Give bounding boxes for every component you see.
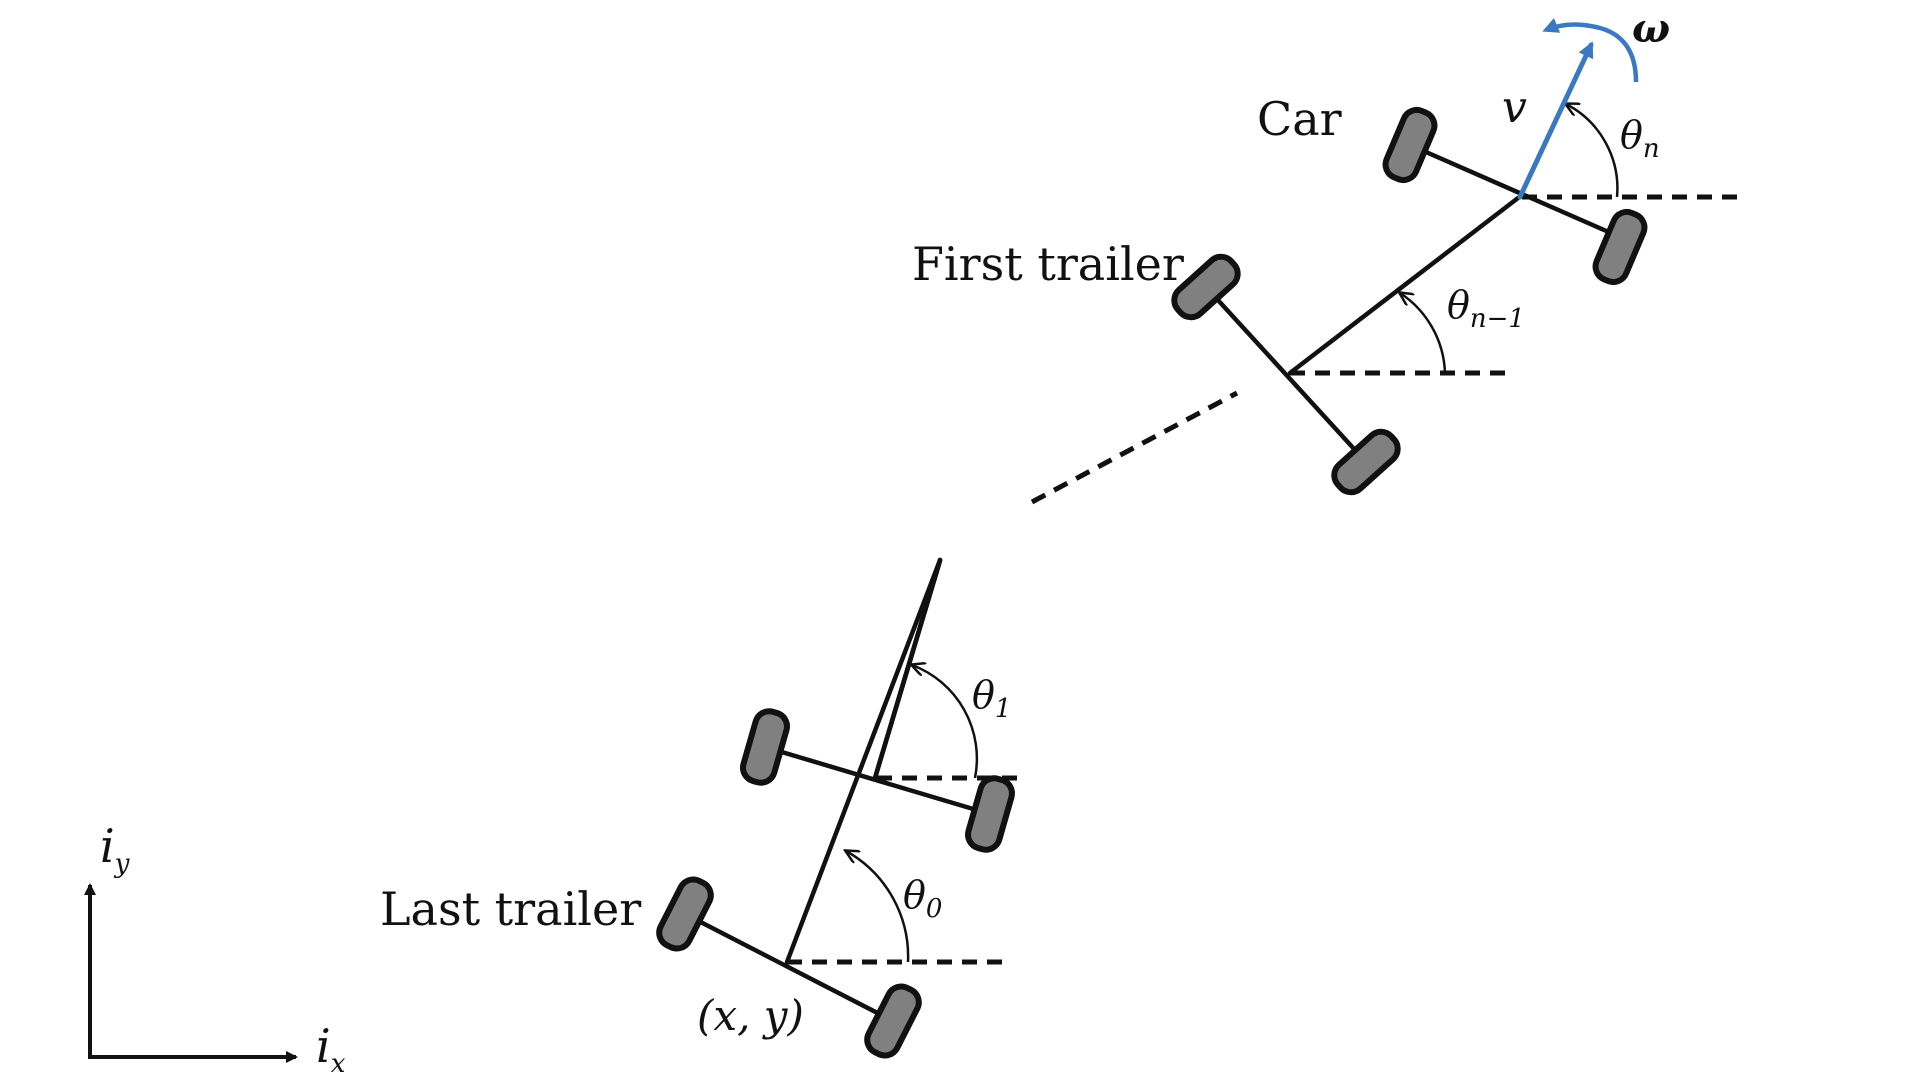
first-trailer-label: First trailer <box>912 237 1184 291</box>
theta-n-minus-1-label: θn−1 <box>1447 283 1525 334</box>
velocity-label: v <box>1502 82 1527 133</box>
angular-velocity-arrow <box>1542 18 1639 83</box>
theta-n-label: θn <box>1620 113 1660 164</box>
middle-trailer: θ1 <box>740 557 1020 853</box>
first-trailer: θn−1 First trailer <box>912 195 1525 496</box>
first-trailer-axle <box>1203 284 1369 465</box>
omitted-trailers-dashed-line <box>1030 390 1239 505</box>
car-wheel-left <box>1382 106 1438 184</box>
theta-0-arc <box>846 851 910 963</box>
theta-0-label: θ0 <box>903 873 942 924</box>
ix-label: ix <box>316 1019 346 1079</box>
car-wheel-right <box>1592 208 1648 286</box>
last-trailer-wheel-left <box>656 876 714 952</box>
car-label: Car <box>1257 92 1342 146</box>
coordinate-axes: iy ix <box>84 819 346 1079</box>
first-trailer-wheel-right <box>1331 428 1401 496</box>
position-label: (x, y) <box>697 991 804 1040</box>
theta-n-minus-1-arc <box>1400 293 1447 374</box>
last-trailer-drawbar <box>784 557 943 965</box>
last-trailer-wheel-right <box>864 983 922 1059</box>
iy-label: iy <box>100 819 130 879</box>
velocity-arrow <box>1517 41 1594 200</box>
first-trailer-wheel-left <box>1171 253 1241 321</box>
middle-trailer-wheel-right <box>965 775 1015 853</box>
last-trailer-label: Last trailer <box>380 882 641 936</box>
middle-drawbar <box>872 557 943 781</box>
car: θn v ω Car <box>1257 5 1740 286</box>
omega-label: ω <box>1632 5 1670 52</box>
theta-n-arc <box>1566 104 1619 198</box>
theta-1-label: θ1 <box>972 673 1011 724</box>
car-axle <box>1407 142 1623 240</box>
middle-trailer-wheel-left <box>740 708 790 786</box>
first-trailer-drawbar <box>1287 195 1521 376</box>
theta-1-arc <box>912 665 979 779</box>
last-trailer-axle <box>682 911 896 1024</box>
last-trailer: θ0 Last trailer (x, y) <box>380 557 1005 1059</box>
